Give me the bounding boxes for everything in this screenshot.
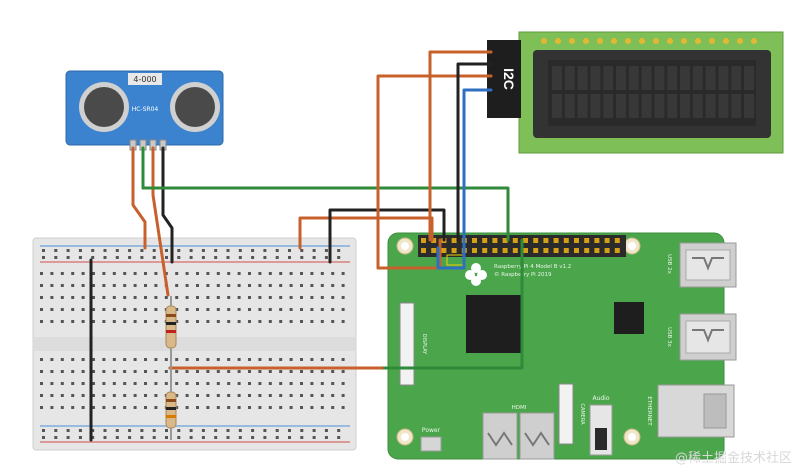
ultrasonic-sensor: 4-000 HC-SR04 [65, 70, 224, 151]
power-port [420, 436, 442, 452]
usb2-label: USB 2x [666, 254, 672, 275]
raspberry-pi-board: Raspberry Pi 4 Model B v1.2 © Raspberry … [387, 232, 737, 460]
i2c-label: I2C [501, 68, 517, 90]
wire-bb-power [298, 216, 434, 250]
i2c-backpack [487, 40, 521, 118]
display-connector [399, 302, 415, 386]
wire-sensor-vcc [131, 146, 147, 250]
sensor-model-label: HC-SR04 [132, 106, 159, 113]
display-label: DISPLAY [421, 334, 427, 355]
ethernet-label: ETHERNET [646, 396, 652, 426]
audio-label: Audio [592, 395, 609, 402]
lcd-display-module: I2C [487, 31, 784, 154]
pi-title-line1: Raspberry Pi 4 Model B v1.2 [494, 264, 571, 270]
camera-label: CAMERA [579, 403, 585, 425]
wire-lcd-sda [428, 50, 493, 242]
camera-connector [558, 383, 574, 445]
hdmi-port-1 [482, 412, 518, 460]
hdmi-port-2 [519, 412, 555, 460]
ram-chip [614, 302, 644, 334]
wires [89, 50, 524, 442]
resistor-1 [165, 296, 177, 368]
power-label: Power [422, 427, 441, 434]
breadboard [32, 237, 357, 451]
wire-sensor-gnd [161, 146, 174, 264]
raspberry-logo [465, 263, 487, 286]
resistor-2 [165, 368, 177, 440]
wire-lcd-vcc [376, 74, 493, 270]
wire-lcd-scl [436, 88, 493, 270]
soc-chip [466, 295, 522, 353]
wire-trig-to-pi [141, 186, 510, 242]
hdmi-label: HDMI [512, 405, 527, 411]
wire-bb-ground [328, 208, 446, 264]
breadboard-holes [40, 249, 345, 439]
wire-lcd-gnd [456, 62, 493, 242]
watermark: @稀土掘金技术社区 [674, 451, 792, 466]
wire-sensor-echo [151, 146, 170, 297]
usb3-label: USB 3x [666, 327, 672, 348]
sensor-top-label: 4-000 [133, 75, 156, 84]
